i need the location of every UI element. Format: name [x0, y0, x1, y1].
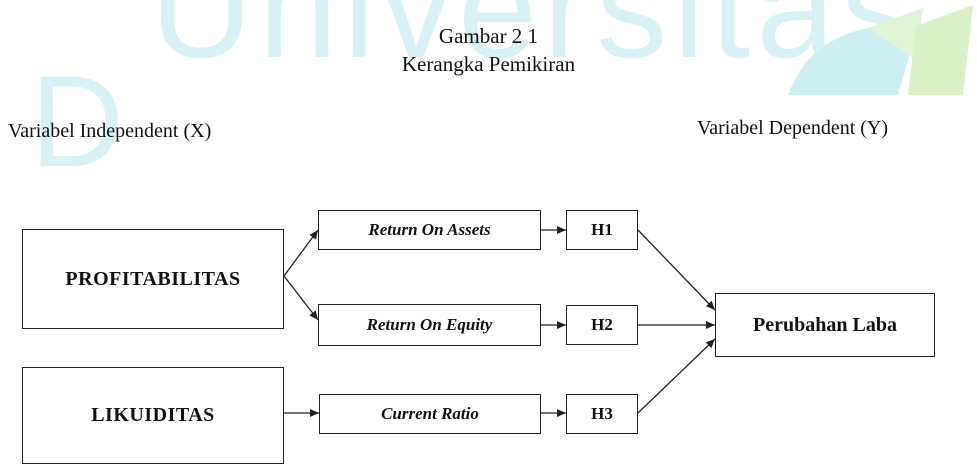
edge-h3-perubahan [637, 338, 716, 414]
node-profitabilitas: PROFITABILITAS [22, 229, 284, 329]
watermark-text: Universitas [150, 0, 919, 88]
node-perubahan-laba: Perubahan Laba [715, 293, 935, 357]
edge-profitabilitas-roe [283, 275, 319, 321]
node-likuiditas: LIKUIDITAS [22, 367, 284, 464]
node-return-on-assets: Return On Assets [318, 210, 541, 250]
edge-h1-perubahan [637, 229, 716, 311]
watermark-letter: D [30, 48, 124, 194]
figure-title: Kerangka Pemikiran [401, 52, 576, 76]
edge-profitabilitas-roa [283, 229, 319, 277]
node-h1: H1 [566, 210, 638, 250]
independent-variable-label: Variabel Independent (X) [8, 120, 212, 142]
node-h2: H2 [566, 305, 638, 345]
node-current-ratio: Current Ratio [319, 394, 541, 434]
figure-number: Gambar 2 1 [438, 24, 539, 48]
watermark-logo-icon [788, 5, 973, 95]
dependent-variable-label: Variabel Dependent (Y) [697, 117, 889, 139]
node-return-on-equity: Return On Equity [318, 304, 541, 346]
node-h3: H3 [566, 394, 638, 434]
